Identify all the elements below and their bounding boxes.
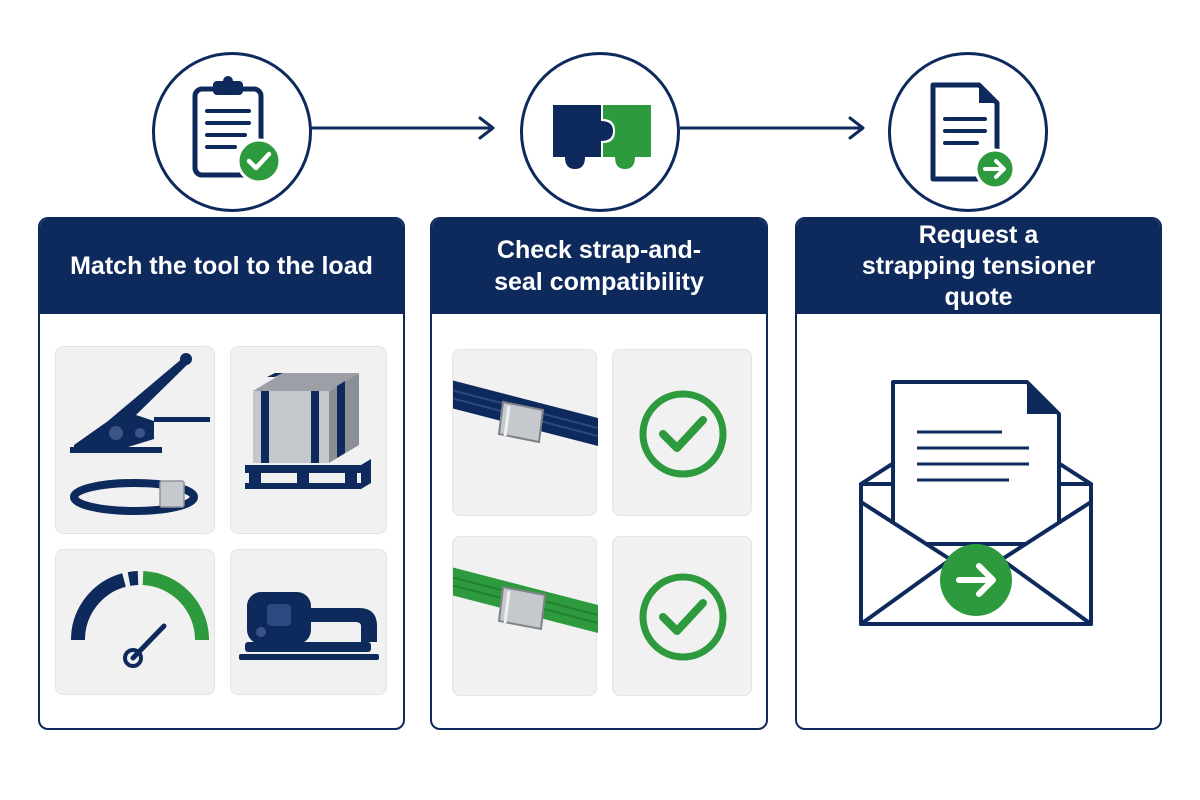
arrow-step-2-to-3 — [680, 116, 865, 140]
tile-navy-strap-seal — [452, 349, 598, 516]
step-icon-2 — [520, 52, 680, 212]
step-card-1: Match the tool to the load — [38, 217, 405, 730]
step-title-2: Check strap-and-seal compatibility — [494, 236, 704, 296]
step-header-3: Request a strapping tensioner quote — [797, 219, 1160, 314]
check-circle-icon — [639, 573, 727, 661]
tile-green-strap-seal — [452, 536, 598, 696]
tile-battery-strapping-tool — [230, 549, 387, 695]
step-title-3: Request a strapping tensioner quote — [861, 220, 1096, 312]
step-card-2: Check strap-and-seal compatibility — [430, 217, 768, 730]
tension-gauge-icon — [70, 571, 210, 668]
step-header-1: Match the tool to the load — [40, 219, 403, 314]
arrow-step-1-to-2 — [310, 116, 495, 140]
step-card-3: Request a strapping tensioner quote — [795, 217, 1162, 730]
step-icon-3 — [888, 52, 1048, 212]
send-arrow-icon — [940, 544, 1012, 616]
puzzle-pieces-icon — [553, 105, 651, 169]
step-icon-1 — [152, 52, 312, 212]
tile-strapping-tensioner — [55, 346, 215, 534]
green-strap-with-seal-icon — [453, 567, 598, 633]
step-header-2: Check strap-and-seal compatibility — [432, 219, 766, 314]
tile-strapped-pallet — [230, 346, 387, 534]
clipboard-check-icon — [192, 76, 282, 184]
strapped-pallet-icon — [245, 373, 371, 489]
step-title-1: Match the tool to the load — [70, 251, 373, 280]
navy-strap-with-seal-icon — [453, 380, 598, 446]
tile-tension-gauge — [55, 549, 215, 695]
document-send-icon — [930, 82, 1016, 190]
tile-check-1 — [612, 349, 752, 516]
envelope-quote-icon — [859, 380, 1093, 626]
tile-check-2 — [612, 536, 752, 696]
battery-strapping-tool-icon — [239, 592, 379, 660]
check-circle-icon — [639, 390, 727, 478]
strapping-tensioner-icon — [70, 353, 210, 515]
